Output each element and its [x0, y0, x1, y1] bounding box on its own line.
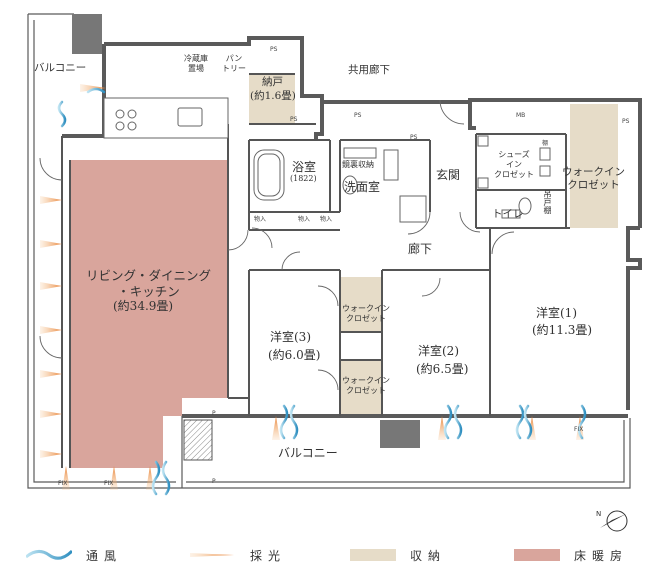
shoes-closet-label: シューズ イン クロゼット	[494, 150, 534, 179]
floor-heating-area	[70, 160, 228, 468]
cooktop-icon	[115, 109, 137, 131]
nando-label: 納戸	[262, 76, 283, 88]
svg-text:N: N	[596, 510, 601, 518]
fridge-space-label: 冷蔵庫 置場	[184, 54, 208, 73]
storage-mark: 物入	[320, 216, 333, 223]
hallway-label: 廊下	[408, 242, 433, 256]
hanging-cabinet-label: 吊戸棚	[543, 190, 552, 214]
toilet-label: トイレ	[492, 208, 524, 220]
storage-mark: 物入	[298, 216, 311, 223]
legend-storage-label: 収納	[410, 548, 447, 563]
washroom-label: 洗面室	[344, 180, 381, 194]
walkin-master-label: ウォークイン クロゼット	[562, 166, 625, 192]
storage-areas	[184, 54, 618, 414]
western1-label: 洋室(1)	[536, 306, 577, 320]
balcony-outlines	[27, 13, 631, 489]
daylight-swatch	[190, 553, 234, 557]
ps-mark: PS	[354, 112, 362, 119]
bathroom-size: (1822)	[290, 174, 317, 183]
compass-icon: N	[596, 510, 628, 532]
western3-size: (約6.0畳)	[268, 348, 321, 362]
daylight-arrows	[40, 84, 584, 490]
balcony-south-label: バルコニー	[278, 446, 338, 460]
nando-size: (約1.6畳)	[250, 90, 296, 102]
western2-size: (約6.5畳)	[416, 362, 469, 376]
legend-ventilation-label: 通風	[86, 548, 123, 563]
ps-mark: PS	[270, 46, 278, 53]
common-corridor-label: 共用廊下	[348, 64, 390, 76]
legend-daylight-label: 採光	[250, 548, 287, 563]
living-label: リビング・ダイニング ・キッチン	[86, 268, 212, 299]
mirror-storage-label: 鏡裏収納	[342, 160, 374, 169]
western3-label: 洋室(3)	[270, 330, 311, 344]
fix-mark: FIX	[574, 426, 584, 433]
p-mark: P	[212, 478, 216, 485]
fix-mark: FIX	[104, 480, 114, 487]
p-mark: P	[212, 410, 216, 417]
western1-size: (約11.3畳)	[532, 323, 593, 337]
shelf-mark: 棚	[542, 140, 549, 147]
ps-mark: PS	[410, 134, 418, 141]
living-size: (約34.9畳)	[113, 299, 174, 313]
fix-mark: FIX	[58, 480, 68, 487]
western2-label: 洋室(2)	[418, 344, 459, 358]
ps-mark: PS	[622, 118, 630, 125]
mb-mark: MB	[516, 112, 526, 119]
interior-walls	[61, 73, 570, 468]
bathroom-label: 浴室	[292, 160, 317, 174]
storage-swatch	[350, 549, 396, 561]
pantry-label: パン トリー	[222, 54, 246, 73]
ventilation-swatch	[26, 549, 72, 560]
legend-storage: 収納	[350, 540, 446, 570]
entrance-label: 玄関	[436, 168, 461, 182]
legend-ventilation: 通風	[26, 540, 122, 570]
walkin-a-label: ウォークイン クロゼット	[342, 304, 390, 323]
storage-mark: 物入	[254, 216, 267, 223]
balcony-north-label: バルコニー	[34, 62, 87, 74]
legend-daylight: 採光	[190, 540, 286, 570]
legend-floor-heating: 床暖房	[514, 540, 628, 570]
fixtures	[72, 14, 551, 461]
floor-heating-swatch	[514, 549, 560, 561]
legend-floor-heating-label: 床暖房	[574, 548, 629, 563]
ps-mark: PS	[290, 116, 298, 123]
walkin-b-label: ウォークイン クロゼット	[342, 376, 390, 395]
door-swings	[39, 99, 515, 391]
ventilation-arrows	[57, 87, 587, 496]
